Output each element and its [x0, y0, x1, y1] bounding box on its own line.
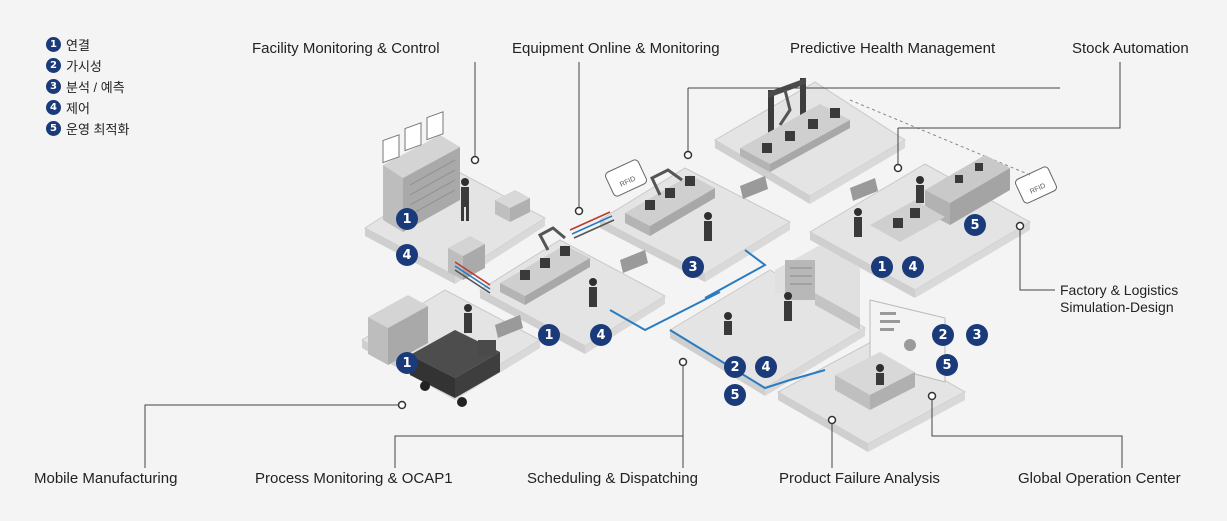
- conveyor-mid: [625, 175, 715, 236]
- badge: 1: [396, 208, 418, 230]
- badge: 1: [538, 324, 560, 346]
- worker-process: [724, 292, 792, 335]
- badge: 2: [724, 356, 746, 378]
- label-factory-line2: Simulation-Design: [1060, 299, 1174, 315]
- legend-label: 운영 최적화: [66, 122, 130, 138]
- robot-arm-mid: [650, 168, 683, 196]
- badge: 4: [396, 244, 418, 266]
- label-failure: Product Failure Analysis: [779, 470, 940, 487]
- worker-mobile: [464, 304, 472, 333]
- legend-item: 3 분석 / 예측: [46, 76, 129, 96]
- badge: 5: [964, 214, 986, 236]
- conveyor-predictive: [740, 104, 850, 172]
- desk-facility: [495, 190, 530, 222]
- label-factory-line1: Factory & Logistics: [1060, 282, 1179, 298]
- legend: 1 연결 2 가시성 3 분석 / 예측 4 제어 5 운영 최적화: [46, 34, 129, 140]
- label-mobile: Mobile Manufacturing: [34, 470, 178, 487]
- conveyor-stock: [870, 200, 945, 242]
- leader-dots: [397, 150, 1025, 425]
- rfid-tag-mid: RFID: [605, 159, 647, 197]
- dashed-link: [849, 99, 1031, 176]
- worker-equipment: [589, 212, 712, 307]
- worker-stock: [854, 176, 924, 237]
- agv-cart: [410, 330, 500, 407]
- badge: 4: [590, 324, 612, 346]
- legend-number: 4: [46, 100, 61, 116]
- rfid-tag-right: RFID: [1015, 166, 1057, 204]
- legend-item: 2 가시성: [46, 55, 129, 75]
- legend-label: 가시성: [66, 58, 102, 74]
- conveyor-left: [500, 245, 590, 305]
- legend-number: 1: [46, 36, 61, 52]
- badge: 5: [724, 384, 746, 406]
- robot-arm-left: [537, 226, 566, 251]
- badge: 1: [871, 256, 893, 278]
- legend-number: 2: [46, 57, 61, 73]
- badge: 1: [396, 352, 418, 374]
- arrow-blocks: [495, 176, 878, 338]
- badge: 3: [966, 324, 988, 346]
- legend-item: 4 제어: [46, 98, 129, 118]
- worker-facility: [461, 178, 469, 221]
- leader-lines: [144, 62, 1123, 468]
- desk-global: [835, 352, 915, 410]
- shelving-racks: [925, 155, 1010, 225]
- label-predictive: Predictive Health Management: [790, 40, 996, 57]
- label-global: Global Operation Center: [1018, 470, 1181, 487]
- legend-item: 1 연결: [46, 34, 129, 54]
- server-cabinets: [383, 135, 460, 232]
- legend-number: 5: [46, 121, 61, 137]
- mobile-cabinets: [368, 295, 428, 365]
- legend-label: 연결: [66, 37, 90, 53]
- label-facility: Facility Monitoring & Control: [252, 40, 440, 57]
- legend-label: 제어: [66, 101, 90, 117]
- label-stock: Stock Automation: [1072, 40, 1189, 57]
- worker-global: [876, 364, 884, 385]
- label-equipment: Equipment Online & Monitoring: [512, 40, 720, 57]
- badge: 3: [682, 256, 704, 278]
- badge: 4: [902, 256, 924, 278]
- facility-icons: [382, 111, 444, 164]
- badge: 5: [936, 354, 958, 376]
- badge: 4: [755, 356, 777, 378]
- label-scheduling: Scheduling & Dispatching: [527, 470, 698, 487]
- legend-item: 5 운영 최적화: [46, 119, 129, 139]
- legend-label: 분석 / 예측: [66, 79, 125, 95]
- legend-number: 3: [46, 78, 61, 94]
- connector-lines: [454, 211, 826, 390]
- label-process: Process Monitoring & OCAP1: [255, 470, 453, 487]
- badge: 2: [932, 324, 954, 346]
